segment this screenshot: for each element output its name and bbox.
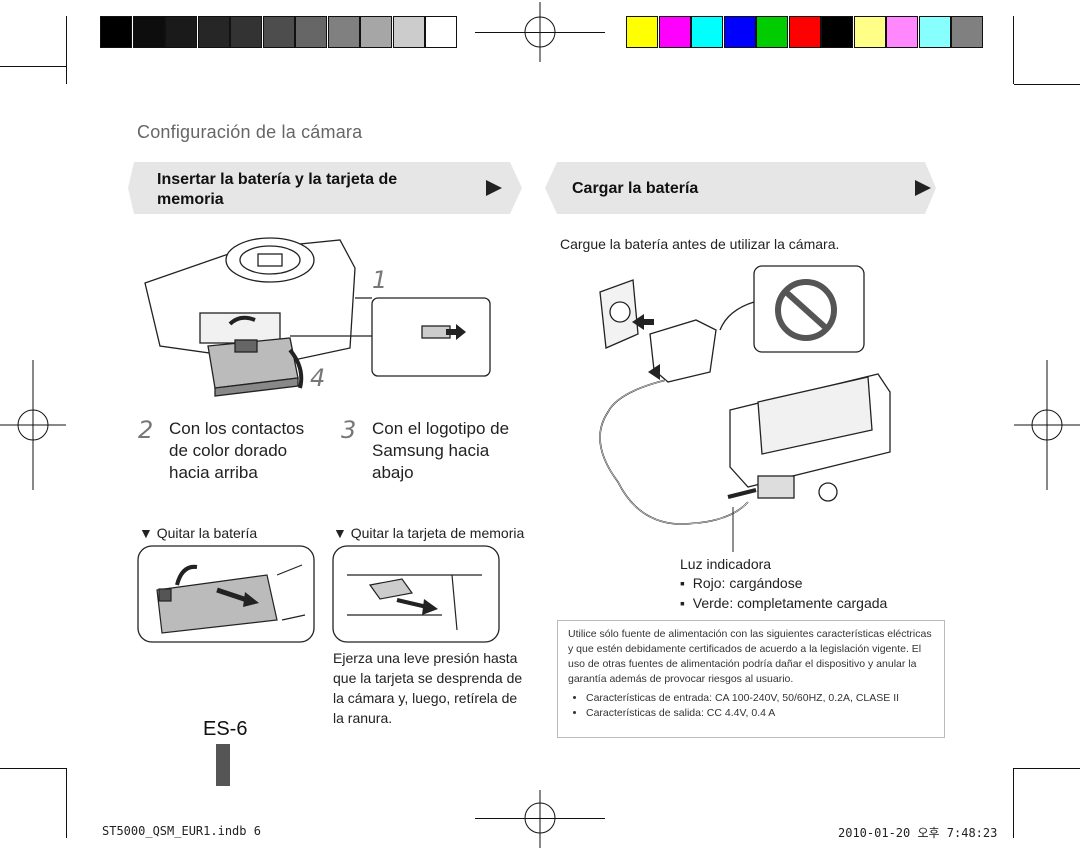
indicator-green-text: : completamente cargada — [729, 595, 888, 611]
step-3-number: 3 — [341, 416, 357, 444]
gray-swatch — [100, 16, 132, 48]
indicator-red-item: ▪ Rojo: cargándose — [680, 573, 803, 593]
color-swatch — [626, 16, 658, 48]
bullet-icon: ▪ — [680, 575, 693, 591]
color-swatch — [658, 16, 691, 48]
charge-intro: Cargue la batería antes de utilizar la c… — [560, 236, 840, 252]
power-supply-notice: Utilice sólo fuente de alimentación con … — [557, 620, 945, 738]
indicator-red-text: : cargándose — [721, 575, 803, 591]
color-swatch — [723, 16, 756, 48]
step-3-line3: abajo — [372, 463, 414, 482]
step-3-line1: Con el logotipo de — [372, 419, 510, 438]
color-swatch — [821, 16, 853, 48]
step-2-line1: Con los contactos — [169, 419, 305, 438]
page-number: ES-6 — [203, 718, 248, 740]
color-swatch — [918, 16, 951, 48]
gray-swatch — [327, 16, 360, 48]
right-banner-bg — [545, 162, 936, 214]
gray-swatch — [295, 16, 327, 48]
gray-swatch — [262, 16, 295, 48]
footer-timestamp: 2010-01-20 오후 7:48:23 — [838, 826, 998, 840]
notice-bullet-input: Características de entrada: CA 100-240V,… — [586, 691, 934, 706]
indicator-title: Luz indicadora — [680, 556, 772, 572]
charger-illustration — [599, 265, 891, 552]
step-2-number: 2 — [138, 416, 154, 444]
gray-swatch — [197, 16, 230, 48]
color-swatch — [853, 16, 886, 48]
left-banner-bg — [128, 162, 522, 214]
step-4-number: 4 — [310, 364, 326, 392]
gray-swatch — [425, 16, 457, 48]
notice-bullet-output: Características de salida: CC 4.4V, 0.4 … — [586, 706, 934, 721]
remove-card-illustration — [332, 545, 500, 643]
gray-swatch — [392, 16, 425, 48]
gray-swatch — [230, 16, 262, 48]
card-note-line4: la ranura. — [333, 710, 393, 726]
battery-insertion-illustration — [144, 237, 491, 397]
gray-swatch — [360, 16, 392, 48]
color-swatch — [756, 16, 788, 48]
remove-battery-illustration — [137, 545, 315, 643]
remove-battery-label: ▼ Quitar la batería — [139, 525, 258, 541]
card-note-line1: Ejerza una leve presión hasta — [333, 650, 518, 666]
color-swatch — [886, 16, 918, 48]
color-swatch — [788, 16, 821, 48]
color-swatch — [691, 16, 723, 48]
left-banner-line1: Insertar la batería y la tarjeta de — [157, 171, 398, 188]
indicator-green-label: Verde — [692, 595, 730, 611]
step-2-line3: hacia arriba — [169, 463, 258, 482]
remove-card-label: ▼ Quitar la tarjeta de memoria — [333, 525, 525, 541]
notice-text: Utilice sólo fuente de alimentación con … — [568, 628, 932, 685]
left-banner-line2: memoria — [157, 191, 224, 208]
page-tab-marker — [216, 744, 230, 786]
section-title: Configuración de la cámara — [137, 122, 363, 142]
step-3-line2: Samsung hacia — [372, 441, 490, 460]
footer-filename: ST5000_QSM_EUR1.indb 6 — [102, 824, 261, 838]
color-swatch — [951, 16, 983, 48]
step-2-line2: de color dorado — [169, 441, 288, 460]
play-arrow-icon — [915, 180, 931, 196]
play-arrow-icon — [486, 180, 502, 196]
card-note-line2: que la tarjeta se desprenda de — [333, 670, 523, 686]
card-note-line3: la cámara y, luego, retírela de — [333, 690, 518, 706]
right-banner-title: Cargar la batería — [572, 180, 699, 197]
step-1-number: 1 — [372, 266, 388, 294]
gray-swatch — [165, 16, 197, 48]
bullet-icon: ▪ — [680, 595, 693, 611]
indicator-green-item: ▪ Verde: completamente cargada — [680, 593, 887, 613]
gray-swatch — [132, 16, 165, 48]
indicator-red-label: Rojo — [692, 575, 722, 591]
